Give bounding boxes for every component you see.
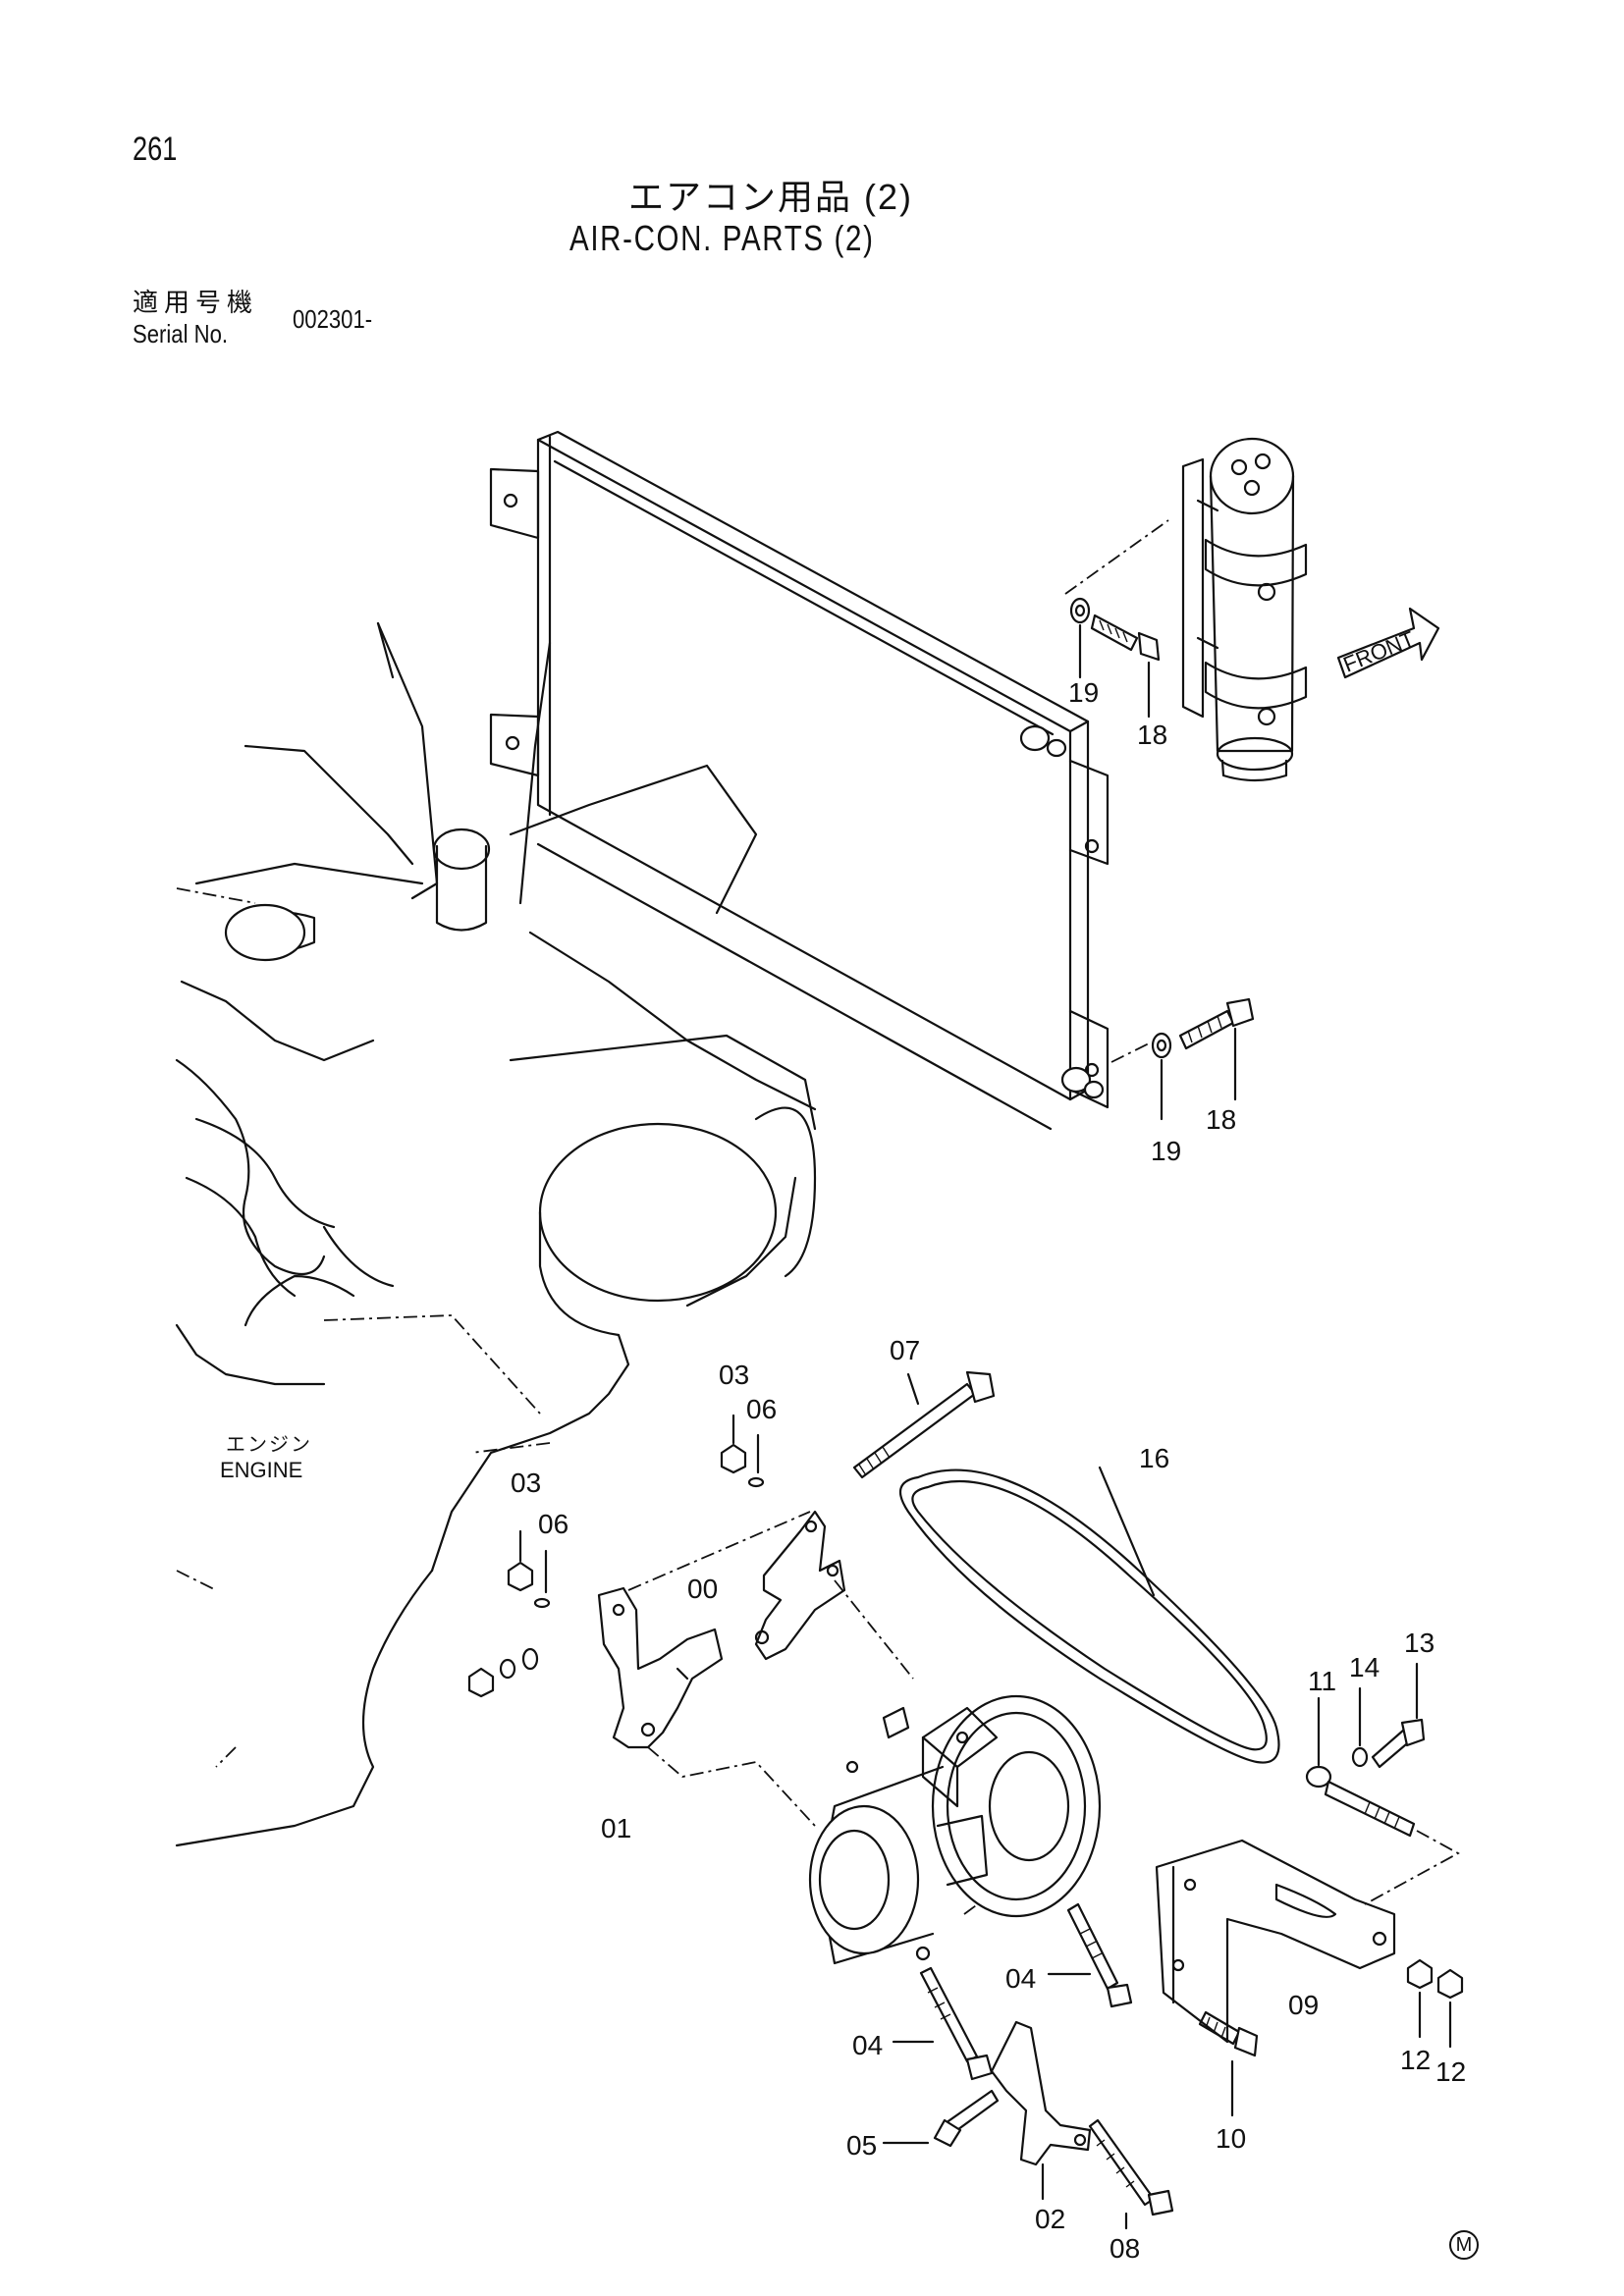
serial-number-value: 002301- (293, 304, 373, 334)
bolt-08 (1088, 2118, 1174, 2230)
bolts-04 (892, 1902, 1133, 2081)
callout-02: 02 (1035, 2204, 1065, 2234)
m-circle-mark: M (1449, 2230, 1479, 2260)
page-number: 261 (133, 131, 178, 168)
compressor-assembly (597, 1510, 1102, 1965)
receiver-drier (1181, 437, 1308, 782)
callout-06-left: 06 (538, 1509, 568, 1539)
callout-03-upper: 03 (719, 1360, 749, 1390)
callout-12-right: 12 (1435, 2056, 1466, 2087)
callout-14: 14 (1349, 1652, 1380, 1682)
serial-label-japanese: 適用号機 (133, 288, 259, 317)
callout-00: 00 (687, 1574, 718, 1604)
condenser (489, 430, 1110, 1131)
upper-fasteners (720, 1414, 765, 1488)
callout-03-left: 03 (511, 1468, 541, 1498)
callout-04-left: 04 (852, 2030, 883, 2060)
callout-18-upper: 18 (1137, 720, 1167, 750)
nuts-12 (1406, 1958, 1464, 2049)
callout-11: 11 (1308, 1666, 1336, 1696)
bolt-10 (1198, 2010, 1259, 2117)
bolt-07 (852, 1370, 996, 1479)
bolt-and-washer-upper (1064, 519, 1169, 719)
idler-fasteners (1305, 1662, 1460, 1905)
serial-label-english: Serial No. (133, 319, 229, 348)
callout-19-lower: 19 (1151, 1136, 1181, 1166)
callout-06-upper: 06 (746, 1394, 777, 1424)
callout-19-upper: 19 (1068, 677, 1099, 708)
callout-09: 09 (1288, 1990, 1319, 2020)
title-english: AIR-CON. PARTS (2) (569, 218, 875, 258)
callout-10: 10 (1216, 2123, 1246, 2154)
engine-outline (175, 621, 817, 1847)
engine-label-english: ENGINE (220, 1458, 303, 1482)
left-fasteners (467, 1529, 551, 1698)
bracket-09 (1155, 1839, 1396, 2044)
callout-13: 13 (1404, 1628, 1435, 1658)
callout-12-left: 12 (1400, 2045, 1431, 2075)
callout-05: 05 (846, 2130, 877, 2161)
callout-07: 07 (890, 1335, 920, 1365)
callout-04-right: 04 (1005, 1963, 1036, 1994)
bolt-05-bracket-02 (882, 2020, 1092, 2201)
front-arrow (1336, 607, 1440, 679)
callout-08: 08 (1110, 2233, 1140, 2264)
front-arrow-label: FRONT (1340, 626, 1419, 677)
title-japanese: エアコン用品 (2) (628, 177, 914, 217)
callout-18-lower: 18 (1206, 1104, 1236, 1135)
v-belt-16 (898, 1466, 1280, 1764)
bolt-and-washer-lower (1110, 997, 1255, 1121)
engine-label-japanese: エンジン (226, 1434, 312, 1456)
callout-01: 01 (601, 1813, 631, 1843)
callout-16: 16 (1139, 1443, 1169, 1473)
